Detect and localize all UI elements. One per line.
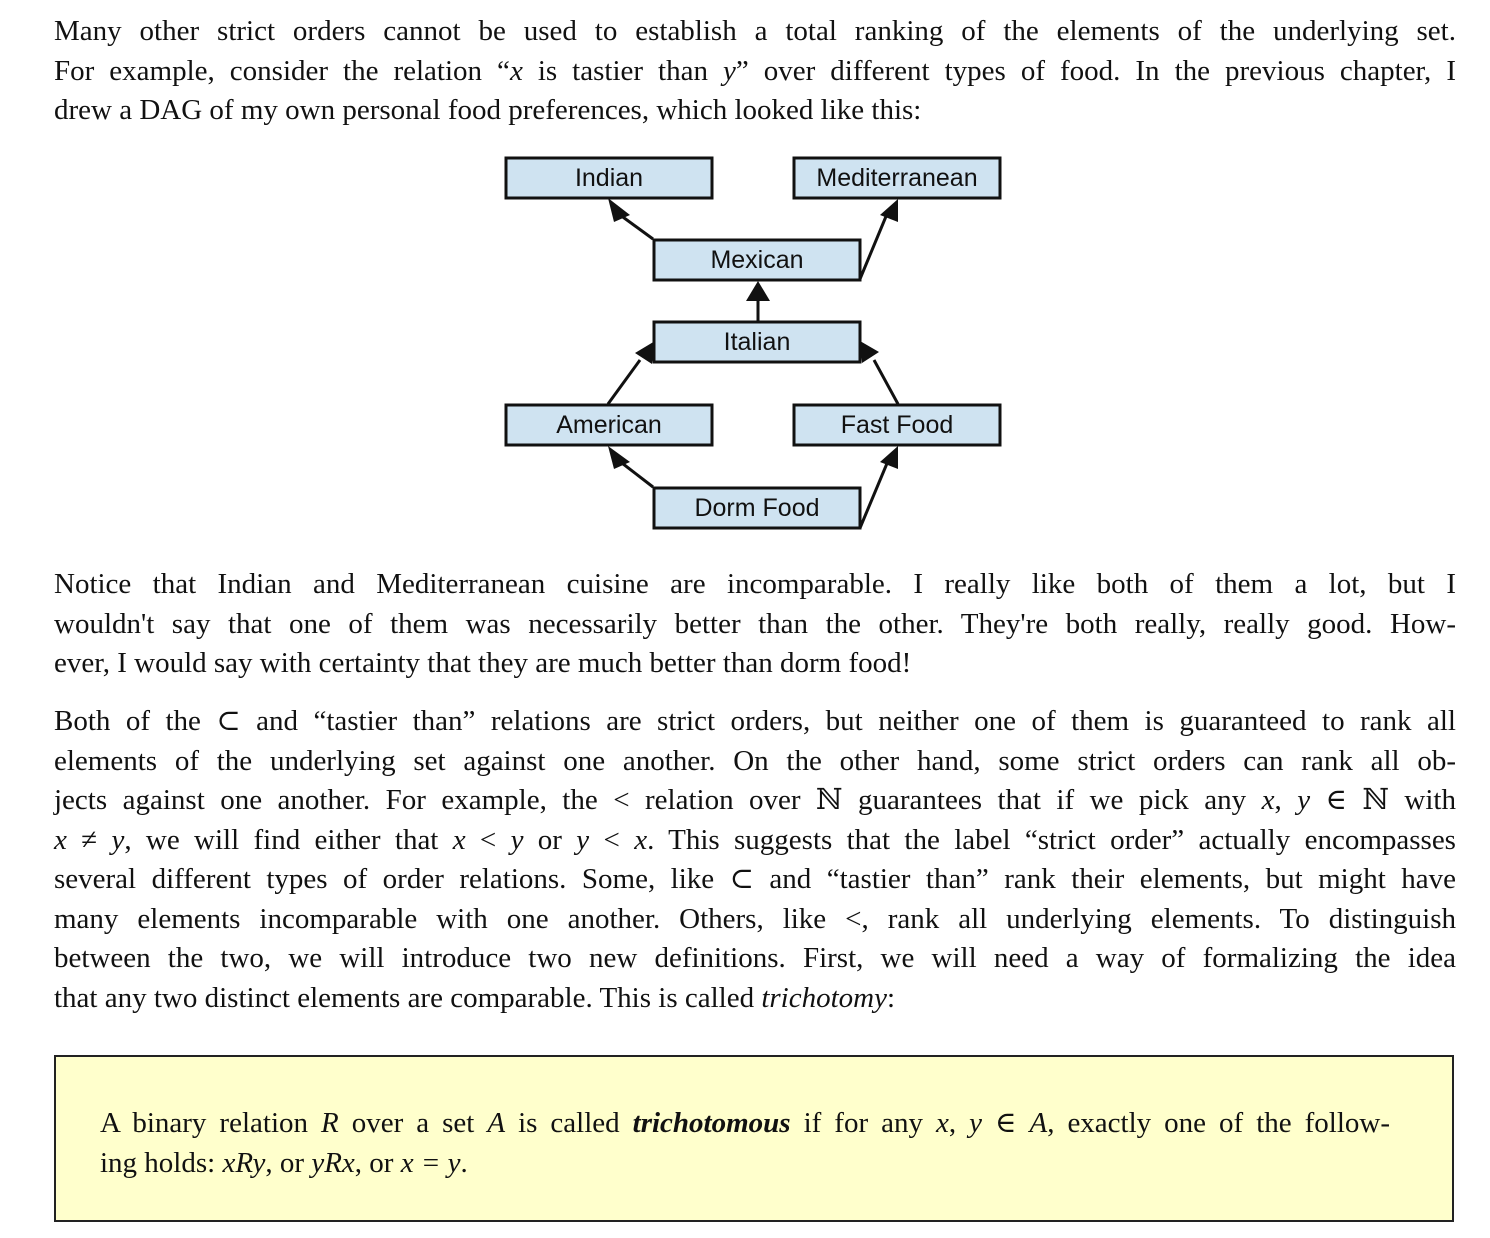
defined-term: trichotomous [632, 1107, 791, 1139]
edge-dorm-fastfood [858, 460, 890, 529]
arrow-mediterranean [880, 199, 898, 222]
node-american: American [504, 403, 714, 447]
strict-line-6: many elements incomparable with one anot… [54, 902, 1456, 935]
intro-paragraph: Many other strict orders cannot be used … [54, 12, 1456, 131]
incomparable-line-1: Notice that Indian and Mediterranean cui… [54, 568, 1456, 600]
svg-text:Fast Food: Fast Food [841, 411, 954, 439]
strict-line-7: between the two, we will introduce two n… [54, 942, 1456, 974]
edge-fastfood-italian [872, 359, 900, 405]
intro-line-2: For example, consider the relation “x is… [54, 54, 1456, 87]
incomparable-line-3: ever, I would say with certainty that th… [54, 647, 912, 679]
definition-text: A binary relation R over a set A is call… [100, 1103, 1390, 1183]
arrow-italian-right [860, 341, 879, 363]
arrow-indian [608, 198, 630, 222]
node-indian: Indian [504, 156, 714, 200]
svg-text:Mediterranean: Mediterranean [816, 164, 977, 192]
strict-line-1: Both of the ⊂ and “tastier than” relatio… [54, 705, 1456, 737]
node-dorm-food: Dorm Food [652, 486, 862, 530]
definition-line-1: A binary relation R over a set A is call… [100, 1107, 1390, 1139]
node-italian: Italian [652, 320, 862, 364]
arrow-italian-left [635, 341, 655, 364]
definition-box: A binary relation R over a set A is call… [54, 1055, 1454, 1222]
edge-mexican-mediterranean [858, 213, 889, 280]
arrow-fastfood [880, 446, 898, 469]
edge-american-italian [606, 359, 642, 405]
node-mexican: Mexican [652, 238, 862, 282]
strict-line-8: that any two distinct elements are compa… [54, 981, 896, 1014]
svg-text:Mexican: Mexican [710, 246, 803, 274]
strict-line-3: jects against one another. For example, … [54, 784, 1456, 816]
strict-line-2: elements of the underlying set against o… [54, 744, 1456, 777]
strict-line-5: several different types of order relatio… [54, 863, 1456, 895]
node-mediterranean: Mediterranean [792, 156, 1002, 200]
svg-text:Dorm Food: Dorm Food [694, 494, 819, 522]
intro-line-3: drew a DAG of my own personal food prefe… [54, 94, 922, 126]
incomparable-line-2: wouldn't say that one of them was necess… [54, 607, 1456, 640]
intro-line-1: Many other strict orders cannot be used … [54, 15, 1456, 47]
strict-orders-paragraph: Both of the ⊂ and “tastier than” relatio… [54, 702, 1456, 1018]
svg-text:American: American [556, 411, 662, 439]
svg-text:Italian: Italian [724, 328, 791, 356]
dag-edges [606, 198, 900, 529]
node-fast-food: Fast Food [792, 403, 1002, 447]
incomparable-paragraph: Notice that Indian and Mediterranean cui… [54, 565, 1456, 684]
svg-text:Indian: Indian [575, 164, 643, 192]
food-preference-dag: Indian Mediterranean Mexican Italian Ame… [504, 156, 1002, 530]
arrow-mexican [746, 281, 770, 301]
definition-line-2: ing holds: xRy, or yRx, or x = y. [100, 1147, 468, 1179]
strict-line-4: x ≠ y, we will find either that x < y or… [54, 823, 1456, 856]
arrow-american [608, 446, 630, 469]
